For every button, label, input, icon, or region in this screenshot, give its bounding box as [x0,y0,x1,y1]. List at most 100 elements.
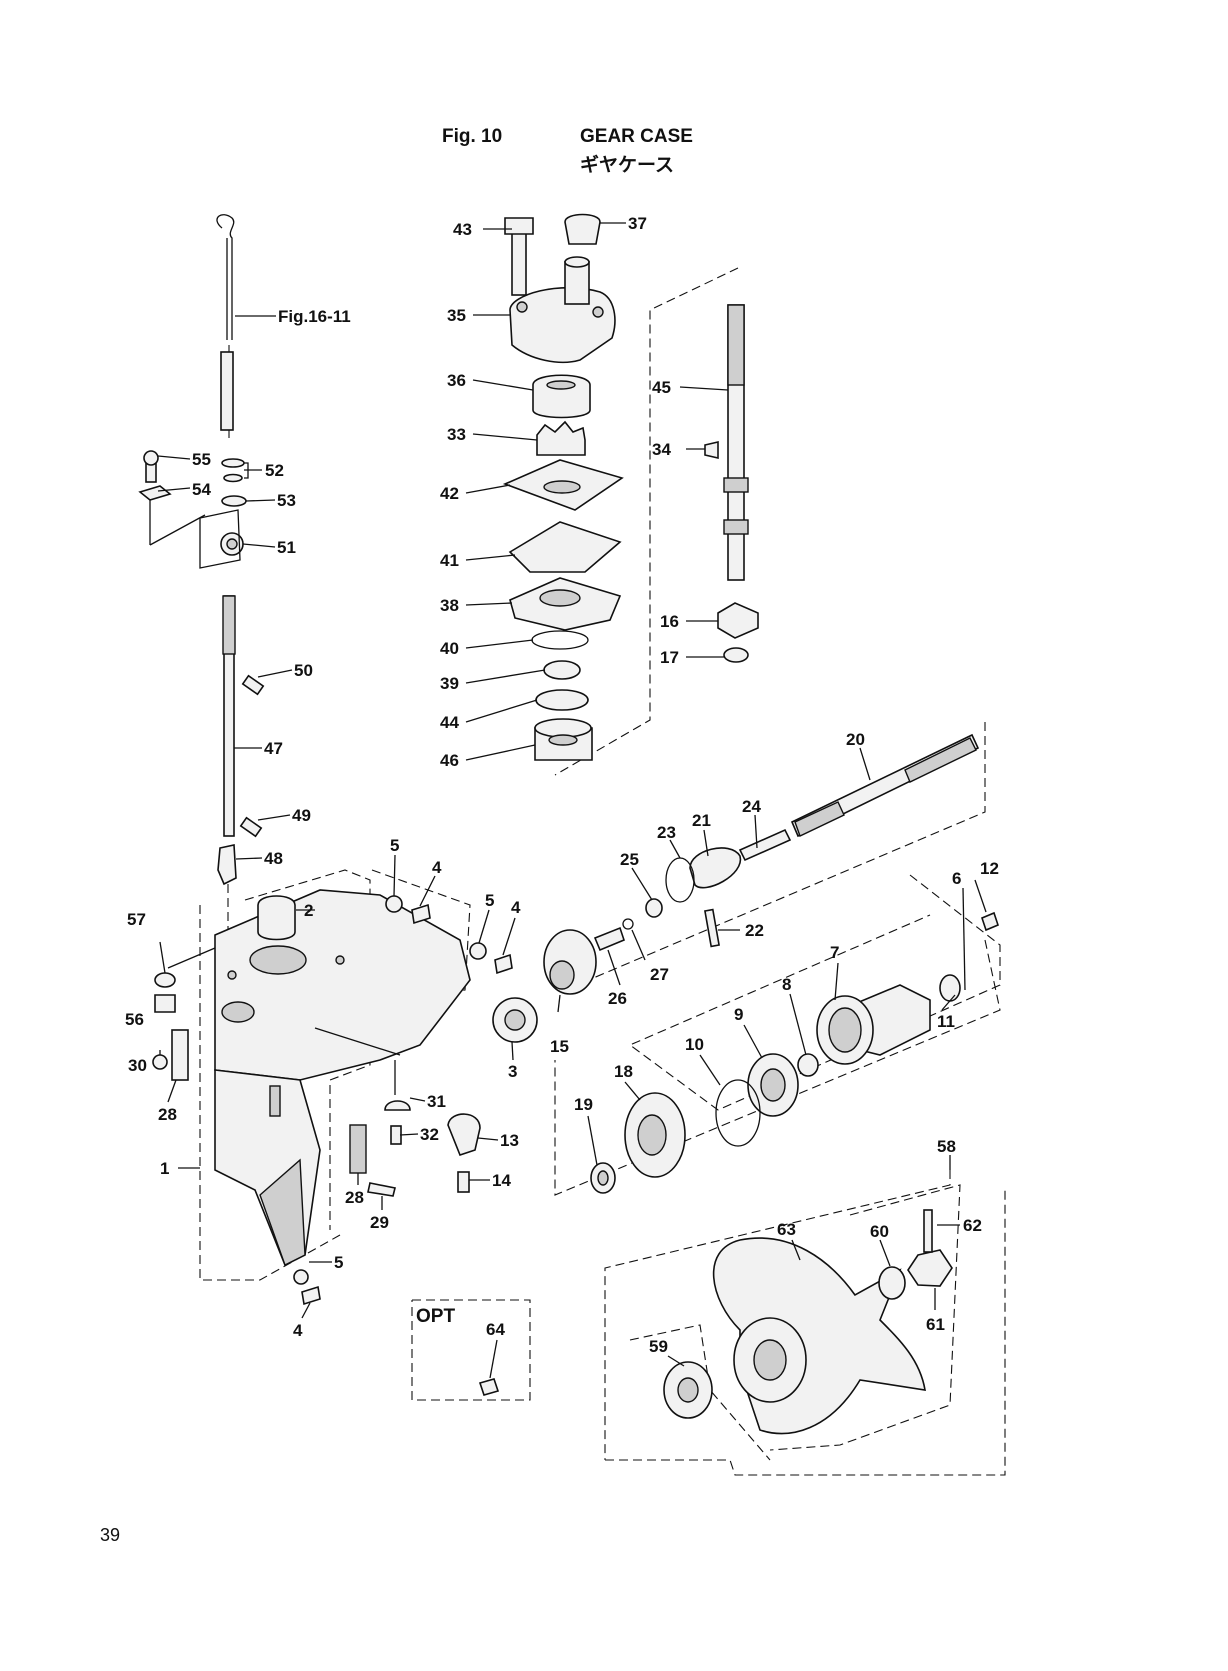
bushing-2 [257,895,296,941]
callout-43: 43 [453,220,472,239]
callout-11: 11 [937,1012,955,1031]
callout-49: 49 [292,806,311,825]
bearing-8 [797,1053,819,1077]
figure-title-japanese: ギヤケース [580,155,675,176]
callout-5b: 5 [485,891,494,910]
clip-54 [138,485,172,501]
pin-22 [704,908,720,948]
callout-54: 54 [192,480,211,499]
key-34 [704,440,719,460]
propeller-shaft-assembly [543,733,980,995]
callout-21: 21 [692,811,711,830]
callout-46: 46 [440,751,459,770]
callout-29: 29 [370,1213,389,1232]
callout-40: 40 [440,639,459,658]
seal-11 [939,974,961,1002]
propeller-assembly [663,1209,953,1435]
washer-53 [221,495,247,507]
grommet-37 [564,213,601,245]
cap-57 [154,972,176,988]
gear-case-top [214,889,471,1081]
callout-45: 45 [652,378,671,397]
callout-57: 57 [127,910,146,929]
housing-hardware [152,895,538,1396]
callout-17: 17 [660,648,679,667]
callout-50: 50 [294,661,313,680]
callout-27: 27 [650,965,669,984]
o-ring-52 [221,458,245,468]
callout-38: 38 [440,596,459,615]
plug-64 [478,1378,500,1396]
callout-13: 13 [500,1131,519,1150]
callout-34: 34 [652,440,671,459]
callout-52: 52 [265,461,284,480]
callout-26: 26 [608,989,627,1008]
callout-8: 8 [782,975,791,994]
callout-18: 18 [614,1062,633,1081]
figure-title: GEAR CASE [580,126,693,147]
callout-14: 14 [492,1171,511,1190]
callout-23: 23 [657,823,676,842]
callout-63: 63 [777,1220,796,1239]
callout-59: 59 [649,1337,668,1356]
callout-7: 7 [830,943,839,962]
callout-61: 61 [926,1315,945,1334]
washer-5a [385,895,403,913]
callout-20: 20 [846,730,865,749]
bolt-4c [301,1285,321,1306]
pin-50 [241,674,265,696]
seal-39 [543,660,581,680]
callout-55: 55 [192,450,211,469]
bolt-12 [981,911,999,932]
callout-51: 51 [277,538,296,557]
nut-17 [723,647,749,663]
washer-5c [293,1269,309,1285]
grommet-56 [154,994,176,1013]
impeller-33 [536,420,586,456]
callout-5c: 5 [334,1253,343,1272]
callout-10: 10 [685,1035,704,1054]
callout-64: 64 [486,1320,505,1339]
callout-36: 36 [447,371,466,390]
pump-case-35 [509,286,616,364]
callout-62: 62 [963,1216,982,1235]
nut-61 [907,1249,953,1287]
bearing-housing-assembly [715,911,999,1147]
callout-12: 12 [980,859,999,878]
lever-31 [384,1100,411,1111]
callout-22: 22 [745,921,764,940]
ball-27 [622,918,634,930]
drive-shaft-assembly [704,304,759,663]
pin-25 [645,898,663,918]
bolt-32 [390,1125,402,1145]
bolt-4a [411,903,431,925]
plate-28 [171,1029,189,1081]
page-number: 39 [100,1525,121,1545]
gear-case-housing [214,889,471,1267]
callout-33: 33 [447,425,466,444]
callout-47: 47 [264,739,283,758]
callout-19: 19 [574,1095,593,1114]
callout-58: 58 [937,1137,956,1156]
plunger-26 [593,926,625,952]
shift-rod-assembly [138,214,265,960]
callout-4c: 4 [293,1321,303,1340]
reference-fig-16-11: Fig.16-11 [278,307,351,326]
bolt-14 [457,1171,470,1193]
plate-41 [508,521,622,573]
callout-16: 16 [660,612,679,631]
callout-32: 32 [420,1125,439,1144]
callout-4a: 4 [432,858,442,877]
callout-labels: 43 37 35 36 33 42 41 38 40 39 44 46 45 3… [125,214,999,1356]
cotter-pin-62 [923,1209,933,1253]
ring-23 [665,857,695,903]
callout-9: 9 [734,1005,743,1024]
o-ring-52b [223,473,243,483]
bolt-29 [367,1182,396,1197]
callout-28a: 28 [158,1105,177,1124]
nut-30 [152,1054,168,1070]
callout-5a: 5 [390,836,399,855]
clutch-21 [689,847,741,889]
option-box-label: OPT [416,1306,455,1327]
